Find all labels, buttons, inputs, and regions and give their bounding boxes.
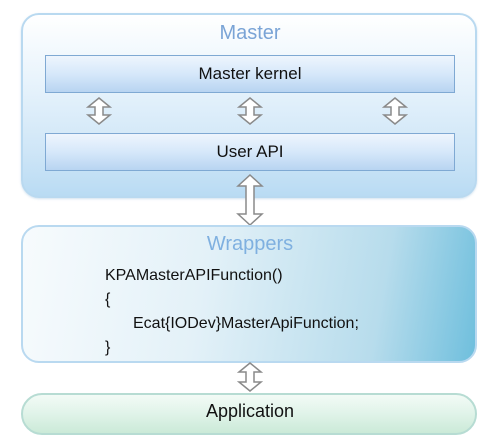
master-title: Master: [219, 22, 281, 44]
master-kernel-box: Master kernel: [45, 55, 455, 93]
wrapper-code-line: Ecat{IODev}MasterApiFunction;: [133, 315, 359, 332]
wrapper-code-line: KPAMasterAPIFunction(): [105, 267, 283, 284]
master-wrappers-arrow-icon: [236, 174, 264, 226]
wrapper-code-line: }: [105, 339, 111, 356]
wrappers-title: Wrappers: [206, 233, 294, 255]
kernel-api-arrow-icon-middle: [237, 97, 263, 125]
kernel-api-arrow-icon-right: [382, 97, 408, 125]
application-panel: [21, 393, 477, 435]
application-label: Application: [205, 401, 295, 421]
user-api-box: User API: [45, 133, 455, 171]
wrappers-application-arrow-icon: [237, 362, 263, 392]
wrappers-panel: [21, 225, 477, 363]
kernel-api-arrow-icon-left: [86, 97, 112, 125]
wrapper-code-line: {: [105, 291, 111, 308]
